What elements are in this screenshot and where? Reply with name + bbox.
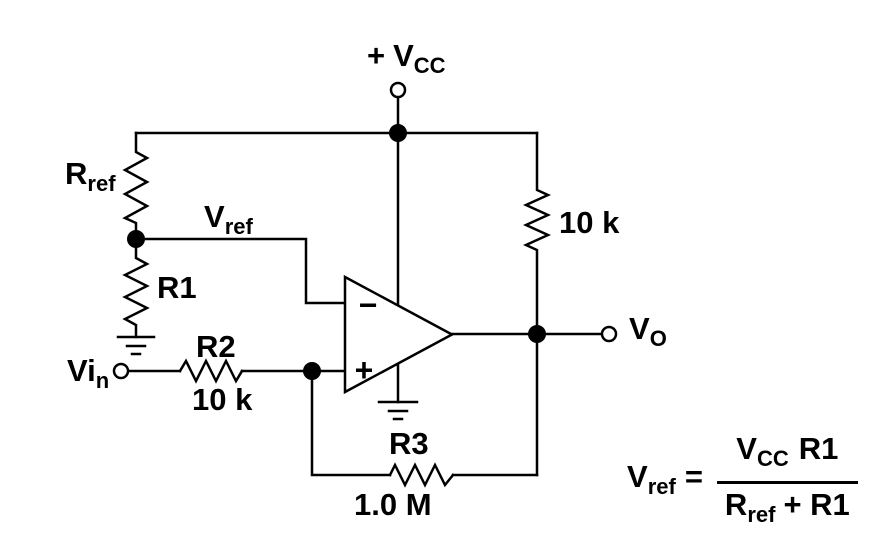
junction-dots (127, 124, 546, 380)
opamp-triangle (343, 274, 455, 395)
formula-num-base: V (736, 431, 757, 466)
formula-lhs-base: V (627, 459, 648, 494)
terminals (112, 81, 618, 380)
vin-terminal (112, 362, 130, 380)
vo-terminal (600, 325, 618, 343)
vo-label: VO (629, 312, 667, 356)
vref-subscript: ref (224, 214, 253, 239)
vin-label: Vin (67, 354, 109, 398)
power-rail (134, 95, 539, 135)
reference-divider-branch (116, 131, 156, 356)
vin-subscript: n (95, 368, 110, 393)
formula-fraction-bar (716, 481, 858, 484)
opamp-plus-sign: + (354, 352, 374, 388)
vcc-plus-sign: + (367, 38, 386, 73)
rref-resistor (122, 131, 150, 241)
vref-base: V (204, 199, 225, 234)
vref-wire (134, 237, 347, 305)
formula-num-rest: R1 (798, 431, 839, 466)
formula-equals-sign: = (684, 459, 703, 494)
vcc-subscript: CC (413, 53, 446, 78)
ground-symbol-r1 (116, 335, 156, 356)
formula-numerator: VCC R1 (728, 432, 846, 481)
formula-den-rest: + R1 (783, 487, 850, 522)
vo-subscript: O (649, 326, 667, 351)
formula-num-subscript: CC (756, 446, 789, 471)
r1-label: R1 (157, 270, 197, 305)
pullup-resistor-branch (522, 131, 552, 477)
rref-subscript: ref (87, 171, 116, 196)
rref-label: Rref (65, 157, 116, 201)
input-branch (126, 358, 347, 384)
ground-symbol-opamp (377, 400, 419, 421)
feedback-left-wire (310, 369, 392, 477)
formula-lhs-subscript: ref (647, 474, 676, 499)
r3-value-label: 1.0 M (354, 487, 432, 522)
formula-fraction: VCC R1 Rref + R1 (716, 432, 858, 532)
junction-dot-output (528, 325, 546, 343)
vcc-label: +VCC (367, 39, 446, 83)
feedback-branch (310, 369, 539, 488)
formula-lhs: Vref = (627, 460, 703, 504)
vcc-base: V (393, 38, 414, 73)
r3-resistor (388, 462, 455, 488)
vo-base: V (629, 311, 650, 346)
r2-label: R2 (196, 329, 236, 364)
junction-dot-vcc-rail (389, 124, 407, 142)
formula-den-subscript: ref (747, 502, 776, 527)
r2-resistor (178, 358, 244, 384)
vcc-terminal (389, 81, 407, 99)
junction-dot-vref-node (127, 230, 145, 248)
junction-dot-plus-input (303, 362, 321, 380)
r1-resistor (122, 237, 150, 339)
formula-den-base: R (724, 487, 748, 522)
opamp-minus-sign: − (358, 287, 378, 323)
formula-denominator: Rref + R1 (717, 484, 858, 532)
rref-base: R (65, 156, 88, 191)
vin-base: Vi (67, 353, 96, 388)
r2-value-label: 10 k (192, 382, 253, 417)
pullup-value-label: 10 k (559, 205, 620, 240)
r3-label: R3 (389, 426, 429, 461)
vref-label: Vref (204, 200, 253, 244)
